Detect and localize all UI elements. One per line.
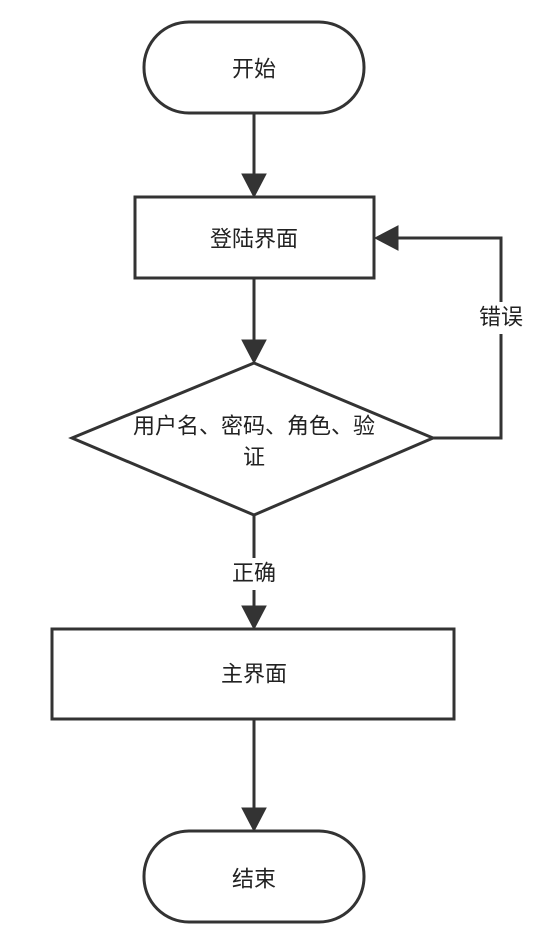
node-start-label: 开始 — [232, 58, 276, 83]
edge-check-to-main: 正确 — [224, 515, 284, 631]
edge-check-to-login-line — [395, 236, 503, 440]
node-start: 开始 — [142, 20, 366, 115]
edge-label-error: 错误 — [479, 306, 523, 331]
edge-start-to-login — [241, 113, 267, 199]
edge-label-error-bg — [474, 302, 528, 334]
arrow-down-icon — [241, 605, 267, 631]
edge-login-to-check — [241, 278, 267, 365]
terminator-shape — [142, 20, 366, 115]
arrow-down-icon — [241, 173, 267, 199]
node-main: 主界面 — [50, 627, 456, 721]
terminator-shape — [142, 829, 366, 924]
edge-main-to-end — [241, 719, 267, 833]
node-end: 结束 — [142, 829, 366, 924]
node-end-label: 结束 — [232, 868, 276, 893]
process-shape — [133, 195, 376, 280]
node-check: 用户名、密码、角色、验 证 — [68, 361, 437, 517]
edge-label-correct: 正确 — [232, 562, 276, 587]
decision-shape — [68, 361, 437, 517]
edge-check-to-login: 错误 — [373, 225, 528, 440]
node-check-label-line1: 用户名、密码、角色、验 — [133, 415, 375, 440]
edge-label-correct-bg — [224, 558, 284, 590]
node-login: 登陆界面 — [133, 195, 376, 280]
node-login-label: 登陆界面 — [210, 228, 298, 253]
arrow-down-icon — [241, 339, 267, 365]
node-main-label: 主界面 — [221, 663, 287, 688]
process-shape — [50, 627, 456, 721]
arrow-left-icon — [373, 225, 399, 251]
arrow-down-icon — [241, 807, 267, 833]
node-check-label-line2: 证 — [243, 446, 265, 471]
